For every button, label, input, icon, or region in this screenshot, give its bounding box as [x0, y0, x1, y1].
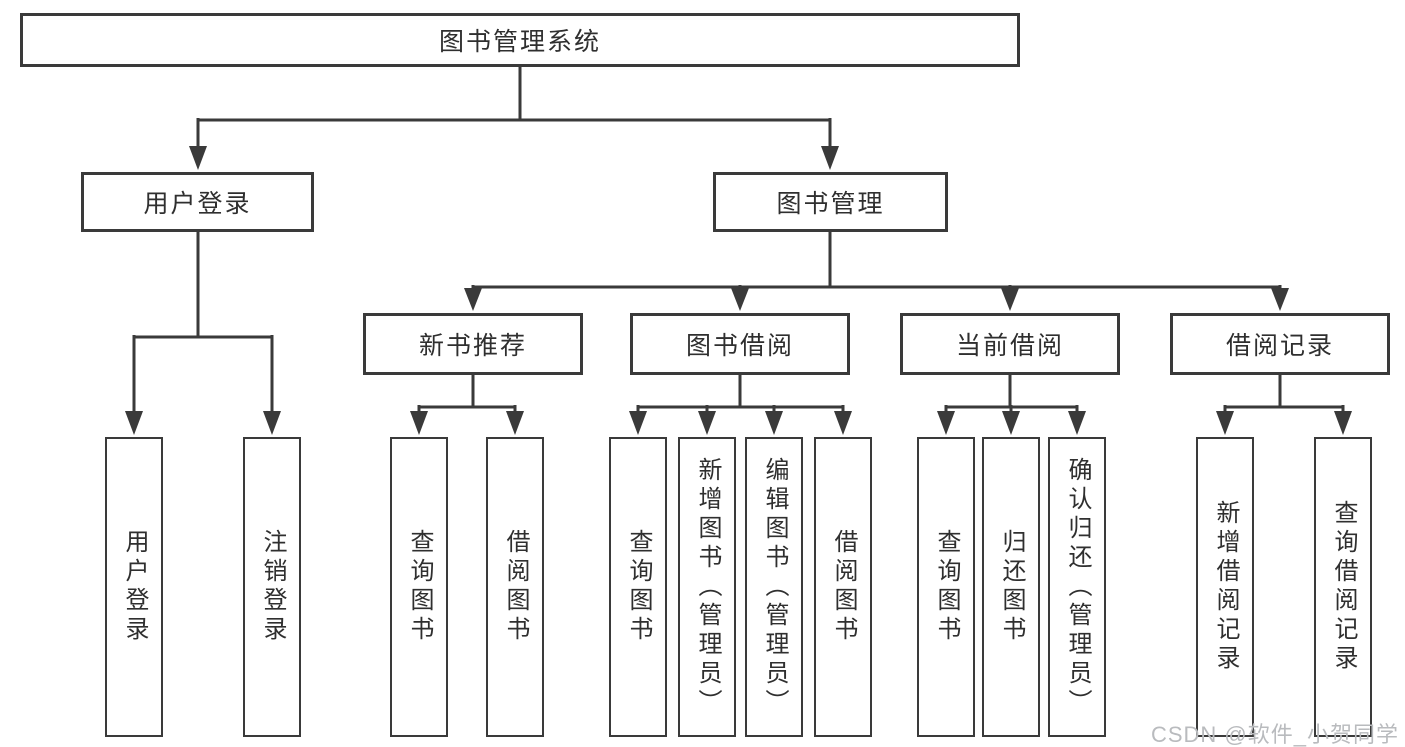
node-book-borrow: 图书借阅 — [630, 313, 850, 375]
node-user-login: 用户登录 — [81, 172, 314, 232]
leaf-add-borrow-record: 新增借阅记录 — [1196, 437, 1254, 737]
node-root-system: 图书管理系统 — [20, 13, 1020, 67]
node-current-borrow: 当前借阅 — [900, 313, 1120, 375]
leaf-borrow-books: 借阅图书 — [814, 437, 872, 737]
leaf-query-borrow-record: 查询借阅记录 — [1314, 437, 1372, 737]
leaf-edit-book-admin: 编辑图书（管理员） — [745, 437, 803, 737]
leaf-query-books-borrow: 查询图书 — [609, 437, 667, 737]
csdn-watermark: CSDN @软件_小贺同学 — [1150, 722, 1399, 747]
leaf-query-books-current: 查询图书 — [917, 437, 975, 737]
leaf-add-book-admin: 新增图书（管理员） — [678, 437, 736, 737]
node-borrow-records: 借阅记录 — [1170, 313, 1390, 375]
node-new-book-recommend: 新书推荐 — [363, 313, 583, 375]
leaf-query-books-recommend: 查询图书 — [390, 437, 448, 737]
leaf-borrow-books-recommend: 借阅图书 — [486, 437, 544, 737]
leaf-user-login: 用户登录 — [105, 437, 163, 737]
leaf-confirm-return-admin: 确认归还（管理员） — [1048, 437, 1106, 737]
leaf-logout: 注销登录 — [243, 437, 301, 737]
node-book-management: 图书管理 — [713, 172, 948, 232]
leaf-return-book: 归还图书 — [982, 437, 1040, 737]
